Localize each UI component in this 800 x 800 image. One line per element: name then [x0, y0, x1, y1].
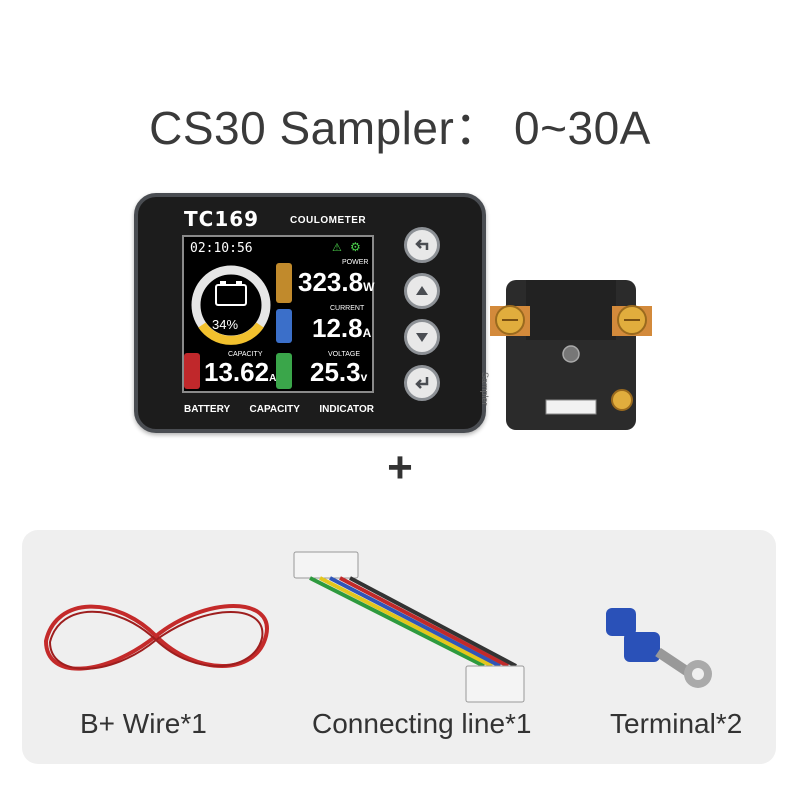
enter-button[interactable] [404, 365, 440, 401]
caption-b-plus-wire: B+ Wire*1 [80, 708, 207, 739]
down-arrow-icon [416, 333, 428, 342]
current-unit: A [362, 326, 372, 340]
voltage-readout: 25.3v [310, 357, 367, 388]
bottom-labels: BATTERY CAPACITY INDICATOR [184, 404, 374, 415]
model-label: TC169 [184, 207, 260, 231]
capacity-label: CAPACITY [228, 351, 263, 358]
capacity-readout: 13.62Ah [204, 357, 282, 388]
display-screen: 02:10:56 ⚠ ⚙ 34% POWER 323.8W CURRENT 12… [182, 235, 374, 393]
back-button[interactable] [404, 227, 440, 263]
voltage-unit: v [360, 370, 368, 384]
power-label: POWER [342, 259, 369, 266]
bottom-label-indicator: INDICATOR [319, 404, 374, 415]
back-icon [415, 239, 429, 250]
voltage-icon [276, 353, 292, 389]
caption-terminal: Terminal*2 [610, 708, 743, 739]
current-label: CURRENT [330, 305, 365, 312]
voltage-label: VOLTAGE [328, 351, 361, 358]
current-value: 12.8 [312, 313, 363, 343]
coulometer-label: COULOMETER [290, 215, 367, 226]
voltage-value: 25.3 [310, 357, 361, 387]
battery-ring [191, 265, 271, 345]
current-icon [276, 309, 292, 343]
power-readout: 323.8W [298, 267, 374, 298]
capacity-value: 13.62 [204, 357, 270, 387]
power-unit: W [363, 280, 375, 294]
up-button[interactable] [404, 273, 440, 309]
enter-icon [415, 377, 429, 389]
alarm-icon: ⚠ [332, 242, 342, 254]
bottom-label-capacity: CAPACITY [249, 404, 300, 415]
sampler-device [490, 280, 652, 430]
power-value: 323.8 [298, 267, 364, 297]
ring-terminal-image [606, 608, 712, 688]
capacity-unit: Ah [269, 373, 282, 384]
plus-text: + [387, 443, 413, 492]
current-readout: 12.8A [312, 313, 371, 344]
product-headline: CS30 Sampler： 0~30A [149, 102, 651, 154]
plus-sign: + [380, 443, 420, 492]
time-readout: 02:10:56 [190, 241, 253, 256]
gear-icon: ⚙ [350, 240, 361, 254]
sampler-label: Sampler [480, 372, 490, 406]
ribbon-cable-image [293, 551, 525, 703]
red-wire-image [43, 604, 269, 671]
power-icon [276, 263, 292, 303]
capacity-icon [184, 353, 200, 389]
battery-percent: 34% [212, 317, 239, 332]
caption-connecting-line: Connecting line*1 [312, 708, 532, 739]
bottom-label-battery: BATTERY [184, 404, 231, 415]
down-button[interactable] [404, 319, 440, 355]
coulometer-device: TC169 COULOMETER 02:10:56 ⚠ ⚙ 34% POWER … [134, 193, 486, 433]
up-arrow-icon [416, 286, 428, 295]
